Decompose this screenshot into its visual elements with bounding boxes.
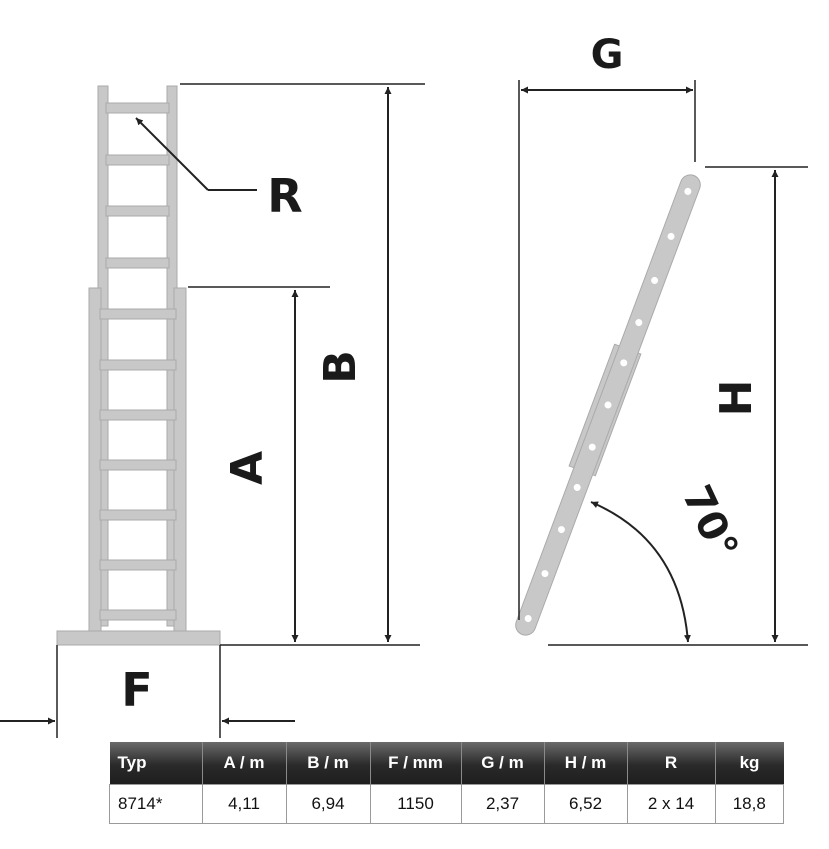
cell-typ: 8714*: [109, 784, 203, 824]
header-h: H / m: [544, 742, 628, 785]
header-f: F / mm: [370, 742, 462, 785]
cell-a: 4,11: [201, 784, 287, 824]
label-r: R: [267, 169, 302, 223]
label-f: F: [121, 663, 152, 717]
header-a: A / m: [202, 742, 287, 785]
spec-table-header-row: Typ A / m B / m F / mm G / m H / m R kg: [109, 742, 784, 785]
label-h: H: [711, 380, 762, 417]
spec-table: Typ A / m B / m F / mm G / m H / m R kg …: [109, 742, 784, 824]
header-kg: kg: [715, 742, 784, 785]
header-typ: Typ: [109, 742, 203, 785]
side-view-ladder: [515, 174, 701, 636]
cell-kg: 18,8: [714, 784, 784, 824]
cell-f: 1150: [369, 784, 462, 824]
label-g: G: [591, 32, 624, 78]
header-g: G / m: [461, 742, 545, 785]
header-b: B / m: [286, 742, 371, 785]
ladder-dimension-diagram: R A B F: [0, 32, 808, 738]
front-view-ladder: [56, 85, 221, 646]
label-a: A: [222, 451, 273, 485]
cell-r: 2 x 14: [626, 784, 716, 824]
cell-h: 6,52: [543, 784, 628, 824]
cell-g: 2,37: [460, 784, 545, 824]
label-angle: 70°: [673, 478, 747, 566]
header-r: R: [627, 742, 716, 785]
table-row: 8714* 4,11 6,94 1150 2,37 6,52 2 x 14 18…: [109, 784, 784, 824]
label-b: B: [315, 350, 366, 384]
cell-b: 6,94: [285, 784, 371, 824]
